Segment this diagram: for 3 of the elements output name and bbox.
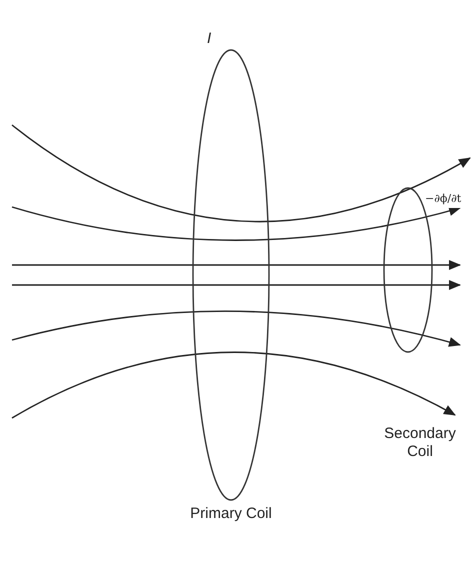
coil-label: Primary Coil xyxy=(189,505,273,523)
current-label: I xyxy=(207,30,212,48)
coil-label: Secondary Coil xyxy=(383,425,457,461)
